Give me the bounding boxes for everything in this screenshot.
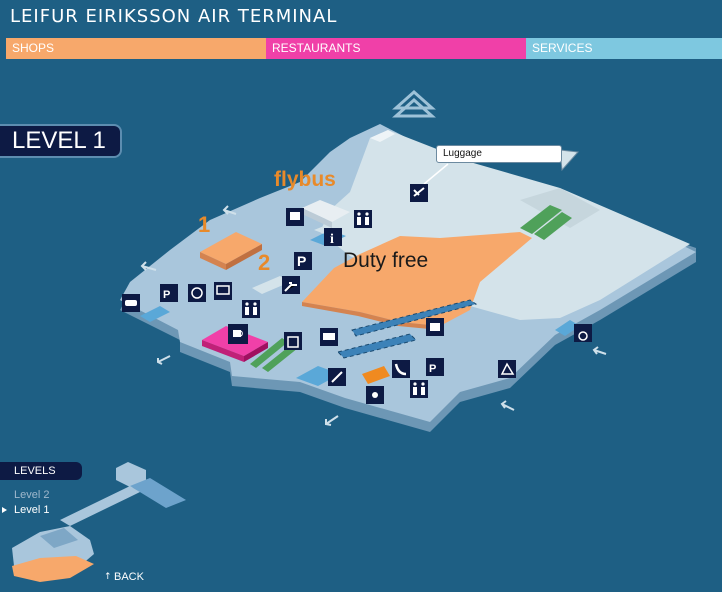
flybus-stop — [302, 200, 350, 228]
svg-text:i: i — [330, 232, 334, 247]
nav-restaurants[interactable]: RESTAURANTS — [266, 38, 526, 59]
departures-icon[interactable] — [328, 368, 346, 386]
category-nav: SHOPS RESTAURANTS SERVICES — [6, 38, 722, 59]
parking-icon[interactable]: P — [294, 252, 312, 270]
green-walkway — [250, 338, 390, 384]
information-icon[interactable]: i — [324, 228, 342, 247]
luggage-icon[interactable] — [410, 184, 428, 202]
luggage-icon[interactable] — [426, 318, 444, 336]
toilets-icon[interactable] — [242, 300, 260, 318]
lost-luggage-icon[interactable] — [498, 360, 516, 378]
toilets-icon[interactable] — [354, 210, 372, 228]
toilets-icon[interactable] — [410, 380, 428, 398]
baggage-trolley-icon[interactable] — [320, 328, 338, 346]
luggage-callout: Luggage — [436, 145, 562, 163]
elevator-icon[interactable] — [284, 332, 302, 350]
bus-icon[interactable] — [286, 208, 304, 226]
page-title: LEIFUR EIRIKSSON AIR TERMINAL — [10, 6, 338, 27]
arrow-icon — [500, 400, 515, 411]
car-rental-icon[interactable] — [122, 294, 140, 312]
meeting-point-icon[interactable] — [366, 386, 384, 404]
arrow-icon — [592, 346, 607, 355]
entrance-arrows — [140, 205, 607, 426]
cafe-icon[interactable] — [228, 324, 248, 344]
arrow-icon — [157, 355, 171, 365]
parking-pay-icon[interactable]: P — [160, 284, 178, 302]
service-icons: i P P P — [122, 184, 592, 404]
duty-free-label: Duty free — [343, 249, 429, 272]
service-counters — [140, 222, 580, 386]
walkway — [520, 205, 572, 240]
duty-free-zone[interactable] — [302, 232, 532, 330]
shop-1-zone[interactable] — [200, 232, 262, 270]
svg-text:P: P — [163, 289, 170, 301]
back-arrow-icon: ↑ — [104, 572, 112, 582]
svg-text:P: P — [429, 363, 436, 375]
levels-header: LEVELS — [0, 462, 82, 480]
escalator-icon[interactable] — [282, 276, 300, 294]
back-button[interactable]: BACK — [114, 571, 144, 583]
current-level-indicator-icon — [2, 507, 7, 513]
atm-icon[interactable] — [214, 282, 232, 300]
arrow-icon — [325, 415, 339, 426]
level-badge: LEVEL 1 — [0, 124, 122, 158]
phone-icon[interactable] — [392, 360, 410, 378]
wheelchair-icon[interactable] — [574, 324, 592, 342]
level-2-link[interactable]: Level 2 — [14, 489, 50, 501]
shop-marker-2[interactable]: 2 — [258, 250, 271, 275]
arrow-icon — [222, 205, 237, 215]
level-1-link[interactable]: Level 1 — [14, 504, 50, 516]
level-up-arrow-icon[interactable] — [392, 89, 436, 118]
svg-text:P: P — [297, 253, 306, 269]
shop-marker-1[interactable]: 1 — [198, 212, 211, 237]
flybus-label: flybus — [274, 168, 336, 191]
parking-pay-icon[interactable]: P — [426, 358, 444, 376]
nav-services[interactable]: SERVICES — [526, 38, 722, 59]
nav-shops[interactable]: SHOPS — [6, 38, 266, 59]
level-minimap[interactable] — [12, 462, 186, 582]
arrow-icon — [140, 261, 157, 271]
currency-exchange-icon[interactable] — [188, 284, 206, 302]
